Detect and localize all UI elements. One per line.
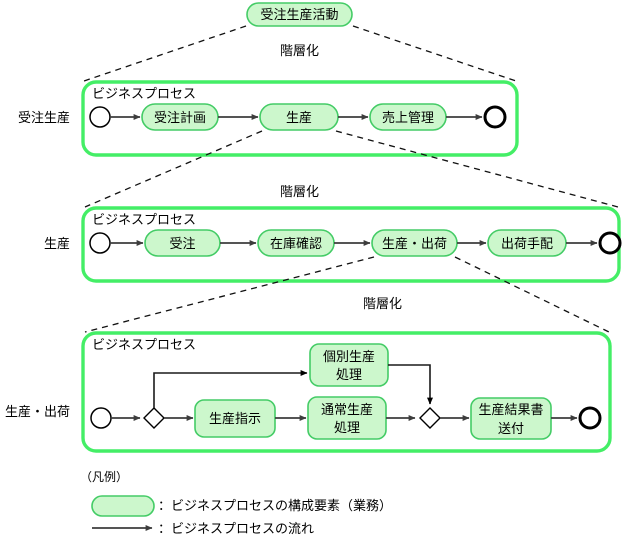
row-3-task-2-label-line2: 処理 <box>335 366 362 382</box>
root-node-shape[interactable] <box>246 2 353 27</box>
hierarchy-label-2: 階層化 <box>279 184 319 199</box>
row-3-task-1-label: 生産指示 <box>208 411 261 426</box>
row-3-split-gateway[interactable] <box>143 407 165 429</box>
row-2-task-3-label: 生産・出荷 <box>381 235 447 251</box>
legend-item-2-text: ：ビジネスプロセスの流れ <box>158 521 315 536</box>
row-label-3: 生産・出荷 <box>4 404 70 419</box>
row-1-task-1-label: 受注計画 <box>153 109 206 125</box>
row-3-merge-gateway[interactable] <box>419 407 441 429</box>
row-1-end-event[interactable] <box>483 105 507 129</box>
row-2-task-2-label: 在庫確認 <box>269 235 322 251</box>
row-3-task-4-label-line1: 生産結果書 <box>478 401 544 417</box>
row-3-task-2-label-line1: 個別生産 <box>322 348 375 364</box>
row-3-task-3-label-line2: 処理 <box>333 419 360 435</box>
row-3-container-title: ビジネスプロセス <box>92 337 197 352</box>
row-3-task-3-label-line1: 通常生産 <box>320 401 373 417</box>
legend-item-1-text: ：ビジネスプロセスの構成要素（業務） <box>158 498 393 513</box>
row-1-container-title: ビジネスプロセス <box>92 86 197 101</box>
row-3-branch-upper <box>153 370 308 408</box>
hierarchy-connector-1 <box>83 25 517 82</box>
row-2-task-1-label: 受注 <box>169 235 196 251</box>
row-2-container-title: ビジネスプロセス <box>92 212 197 227</box>
legend-shape-icon <box>91 495 155 517</box>
row-3-end-event[interactable] <box>578 406 602 430</box>
row-3-task-4-label-line2: 送付 <box>497 420 524 436</box>
hierarchy-connector-3 <box>84 256 610 333</box>
row-3-branch-merge-upper <box>388 364 433 405</box>
hierarchy-label-1: 階層化 <box>279 43 319 58</box>
row-2-task-4-label: 出荷手配 <box>500 235 553 251</box>
row-2-end-event[interactable] <box>598 231 622 255</box>
row-2-start-event[interactable] <box>89 232 111 254</box>
row-label-1: 受注生産 <box>17 110 70 125</box>
row-3-start-event[interactable] <box>90 407 112 429</box>
hierarchy-label-3: 階層化 <box>362 296 402 311</box>
hierarchy-connector-2 <box>84 130 619 208</box>
legend-title: （凡例） <box>80 470 129 484</box>
row-1-task-2-label: 生産 <box>285 109 312 125</box>
row-1-start-event[interactable] <box>89 106 111 128</box>
row-1-task-3-label: 売上管理 <box>381 109 434 125</box>
row-label-2: 生産 <box>43 236 70 251</box>
root-node-label: 受注生産活動 <box>260 7 339 22</box>
